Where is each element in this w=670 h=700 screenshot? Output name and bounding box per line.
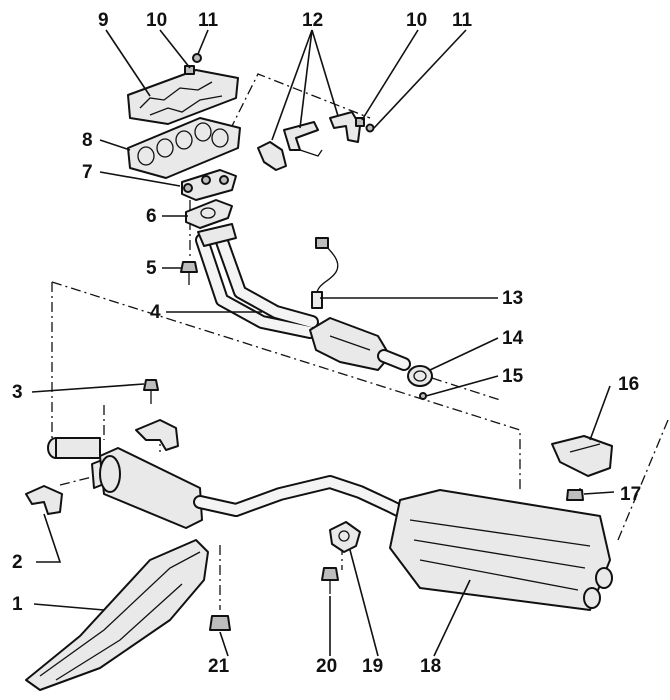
bolt-part-17 — [566, 489, 584, 501]
rear-muffler — [389, 489, 613, 611]
callout-18: 18 — [420, 656, 441, 677]
callout-10-right: 10 — [406, 10, 427, 31]
callout-9: 9 — [98, 10, 109, 31]
callout-6: 6 — [146, 206, 157, 227]
callout-labels: 9 10 11 12 10 11 8 7 6 5 4 13 14 15 3 16… — [12, 10, 641, 677]
callout-8: 8 — [82, 130, 93, 151]
bolt-part-3 — [143, 379, 159, 404]
exhaust-manifold-flange — [181, 169, 237, 201]
heat-shield-brackets — [257, 111, 361, 171]
screw-and-nut-top-left — [184, 53, 202, 75]
callout-20: 20 — [316, 656, 337, 677]
heat-shield — [127, 69, 239, 125]
rear-muffler-bracket — [551, 435, 613, 477]
callout-7: 7 — [82, 162, 93, 183]
flange-gasket — [185, 199, 233, 229]
nut-part-21 — [209, 615, 231, 631]
catalytic-converter — [309, 317, 411, 371]
callout-14: 14 — [502, 328, 524, 349]
centre-muffler — [47, 437, 203, 529]
manifold-gasket — [127, 117, 241, 179]
callout-11-right: 11 — [452, 10, 473, 31]
bolt-part-20 — [321, 567, 339, 594]
callout-10-left: 10 — [146, 10, 167, 31]
callout-4: 4 — [150, 302, 161, 323]
callout-16: 16 — [618, 374, 639, 395]
callout-12: 12 — [302, 10, 323, 31]
middle-pipe — [193, 475, 417, 523]
callout-13: 13 — [502, 288, 523, 309]
screw-and-nut-top-right — [355, 117, 375, 133]
underbody-heat-shield — [25, 539, 209, 691]
callout-15: 15 — [502, 366, 524, 387]
callout-19: 19 — [362, 656, 383, 677]
nut-part-5 — [180, 261, 198, 285]
callout-11-left: 11 — [198, 10, 219, 31]
callout-1: 1 — [12, 594, 23, 615]
callout-17: 17 — [620, 484, 641, 505]
hanger-bracket — [329, 521, 361, 553]
oxygen-sensor — [311, 237, 339, 309]
front-exhaust-pipe — [195, 223, 319, 339]
pipe-clamp — [407, 365, 433, 400]
leader-lines — [31, 29, 615, 657]
callout-3: 3 — [12, 382, 23, 403]
callout-2: 2 — [12, 552, 23, 573]
callout-21: 21 — [208, 656, 230, 677]
callout-5: 5 — [146, 258, 157, 279]
